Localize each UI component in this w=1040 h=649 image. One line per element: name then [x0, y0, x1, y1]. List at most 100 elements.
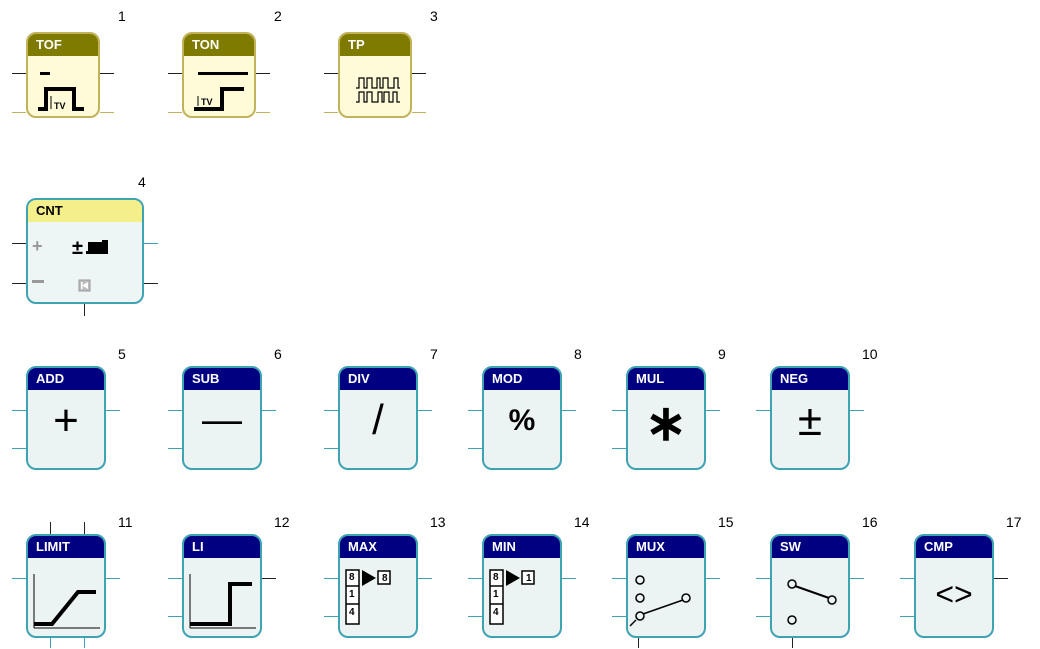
input-pin[interactable]: [468, 616, 482, 617]
block-neg[interactable]: NEG ± 10: [756, 346, 878, 470]
input-pin[interactable]: [12, 243, 26, 244]
output-pin[interactable]: [994, 578, 1008, 579]
input-pin[interactable]: [324, 578, 338, 579]
select-pin[interactable]: [638, 638, 639, 648]
input-pin[interactable]: [168, 448, 182, 449]
input-pin[interactable]: [468, 448, 482, 449]
block-min[interactable]: MIN 8 1 4 1 14: [468, 514, 590, 638]
on-delay-icon: TV: [194, 72, 248, 111]
input-pin[interactable]: [12, 448, 26, 449]
input-pin[interactable]: [612, 448, 626, 449]
reset-pin[interactable]: [84, 304, 85, 316]
block-number: 4: [138, 174, 146, 190]
input-pin[interactable]: [168, 410, 182, 411]
max-pin[interactable]: [84, 522, 85, 534]
output-pin[interactable]: [256, 112, 270, 113]
min-input-2: 1: [493, 589, 499, 600]
output-pin[interactable]: [562, 578, 576, 579]
block-number: 10: [862, 346, 878, 362]
block-ton[interactable]: TON TV 2: [168, 8, 282, 118]
min-pin[interactable]: [50, 522, 51, 534]
output-pin[interactable]: [562, 410, 576, 411]
svg-text:±: ±: [72, 237, 83, 259]
block-cmp[interactable]: CMP <> 17: [900, 514, 1022, 638]
input-pin[interactable]: [12, 410, 26, 411]
output-pin[interactable]: [706, 578, 720, 579]
input-pin[interactable]: [756, 578, 770, 579]
block-max[interactable]: MAX 8 1 4 8 13: [324, 514, 446, 638]
divide-symbol: /: [372, 396, 384, 443]
output-pin[interactable]: [418, 410, 432, 411]
input-pin[interactable]: [324, 73, 338, 74]
input-pin[interactable]: [168, 616, 182, 617]
input-pin[interactable]: [168, 73, 182, 74]
input-pin[interactable]: [324, 112, 338, 113]
block-add[interactable]: ADD + 5: [12, 346, 126, 470]
multiply-symbol: ∗: [645, 395, 687, 451]
output-pin[interactable]: [418, 578, 432, 579]
pulse-icon: [356, 77, 400, 103]
block-number: 5: [118, 346, 126, 362]
bottom-pin[interactable]: [84, 638, 85, 648]
output-pin[interactable]: [100, 73, 114, 74]
add-symbol: +: [53, 396, 79, 445]
block-sw[interactable]: SW 16: [756, 514, 878, 648]
block-number: 15: [718, 514, 734, 530]
bottom-pin[interactable]: [50, 638, 51, 648]
block-number: 9: [718, 346, 726, 362]
block-mux[interactable]: MUX 15: [612, 514, 734, 648]
input-pin[interactable]: [756, 410, 770, 411]
block-title: SW: [772, 536, 848, 558]
block-div[interactable]: DIV / 7: [324, 346, 438, 470]
block-title: MOD: [484, 368, 560, 390]
output-pin[interactable]: [106, 578, 120, 579]
min-input-3: 4: [493, 607, 499, 618]
output-pin[interactable]: [100, 112, 114, 113]
counter-icon: + ±: [32, 236, 108, 292]
block-number: 1: [118, 8, 126, 24]
output-pin[interactable]: [850, 410, 864, 411]
output-pin[interactable]: [262, 578, 276, 579]
block-tp[interactable]: TP 3: [324, 8, 438, 118]
output-pin[interactable]: [256, 73, 270, 74]
control-pin[interactable]: [792, 638, 793, 648]
output-pin[interactable]: [850, 578, 864, 579]
block-mod[interactable]: MOD % 8: [468, 346, 582, 470]
input-pin[interactable]: [12, 283, 26, 284]
output-pin[interactable]: [706, 410, 720, 411]
limit-icon: [33, 574, 100, 629]
output-pin[interactable]: [144, 283, 158, 284]
input-pin[interactable]: [324, 410, 338, 411]
output-pin[interactable]: [144, 243, 158, 244]
input-pin[interactable]: [168, 112, 182, 113]
block-sub[interactable]: SUB — 6: [168, 346, 282, 470]
block-limit[interactable]: LIMIT 11: [12, 514, 133, 648]
min-output: 1: [526, 573, 532, 584]
compare-symbol: <>: [935, 576, 973, 612]
input-pin[interactable]: [612, 578, 626, 579]
block-number: 17: [1006, 514, 1022, 530]
modulo-symbol: %: [508, 404, 536, 437]
input-pin[interactable]: [900, 578, 914, 579]
input-pin[interactable]: [756, 616, 770, 617]
input-pin[interactable]: [468, 578, 482, 579]
output-pin[interactable]: [106, 410, 120, 411]
input-pin[interactable]: [12, 112, 26, 113]
input-pin[interactable]: [612, 616, 626, 617]
input-pin[interactable]: [168, 578, 182, 579]
input-pin[interactable]: [468, 410, 482, 411]
max-input-3: 4: [349, 607, 355, 618]
output-pin[interactable]: [412, 112, 426, 113]
input-pin[interactable]: [12, 73, 26, 74]
input-pin[interactable]: [900, 616, 914, 617]
block-mul[interactable]: MUL ∗ 9: [612, 346, 726, 470]
input-pin[interactable]: [612, 410, 626, 411]
input-pin[interactable]: [12, 578, 26, 579]
block-cnt[interactable]: CNT + ± 4: [12, 174, 158, 316]
block-li[interactable]: LI 12: [168, 514, 290, 638]
output-pin[interactable]: [412, 73, 426, 74]
input-pin[interactable]: [324, 616, 338, 617]
output-pin[interactable]: [262, 410, 276, 411]
block-tof[interactable]: TOF TV 1: [12, 8, 126, 118]
input-pin[interactable]: [324, 448, 338, 449]
